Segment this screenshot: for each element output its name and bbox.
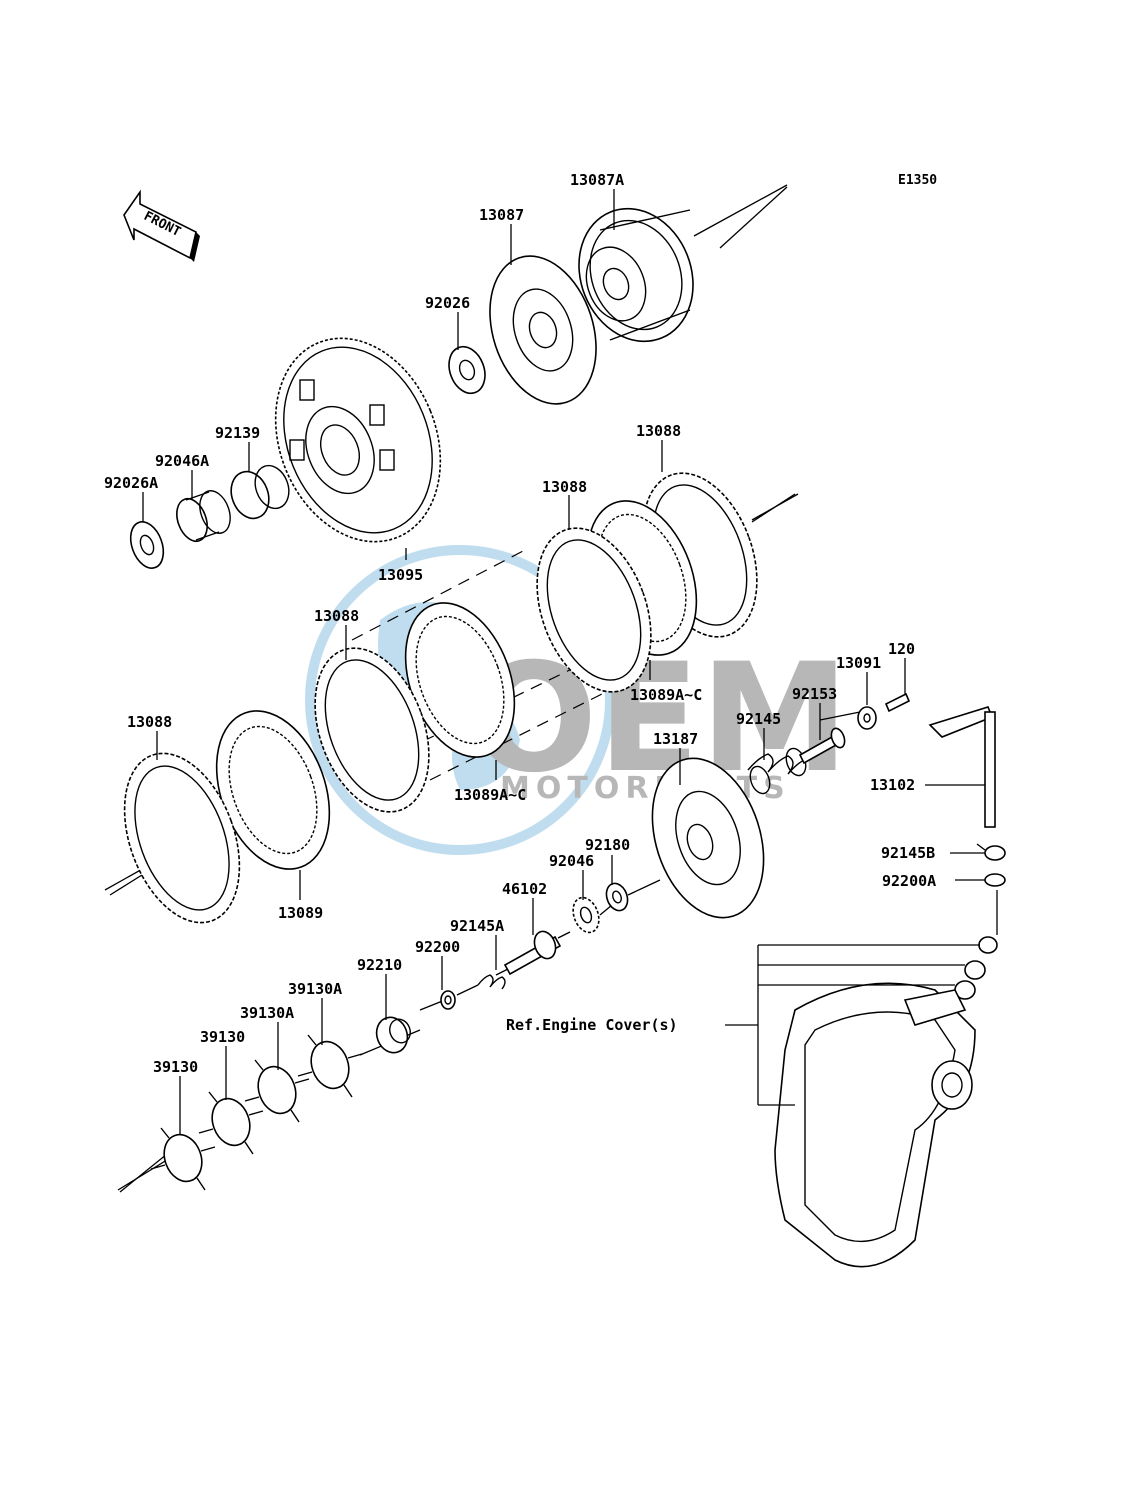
label-ref-engine-cover: Ref.Engine Cover(s) bbox=[506, 1016, 678, 1034]
part-13087A-clutch-hub[interactable] bbox=[560, 191, 713, 358]
part-13102-shaft[interactable] bbox=[928, 706, 996, 828]
part-92210-nut[interactable] bbox=[372, 1013, 414, 1057]
label-46102: 46102 bbox=[502, 880, 547, 898]
part-92145B-spring[interactable] bbox=[976, 843, 1006, 861]
label-13095: 13095 bbox=[378, 566, 423, 584]
part-92139-sleeve[interactable] bbox=[225, 461, 295, 524]
label-92153: 92153 bbox=[792, 685, 837, 703]
part-39130A-spider-2[interactable] bbox=[244, 1059, 310, 1123]
part-engine-cover[interactable] bbox=[774, 982, 976, 1268]
label-13088-mid: 13088 bbox=[542, 478, 587, 496]
label-13088-top: 13088 bbox=[636, 422, 681, 440]
part-13091-washer[interactable] bbox=[857, 706, 877, 730]
label-92046: 92046 bbox=[549, 852, 594, 870]
label-39130-1: 39130 bbox=[200, 1028, 245, 1046]
label-39130-2: 39130 bbox=[153, 1058, 198, 1076]
part-13095-clutch-housing[interactable] bbox=[246, 313, 469, 566]
part-13087-plate[interactable] bbox=[472, 242, 614, 417]
part-92180-washer[interactable] bbox=[603, 880, 631, 913]
leader-lines bbox=[142, 189, 998, 1135]
part-92153-bolt[interactable] bbox=[798, 727, 847, 765]
part-92145A-spring[interactable] bbox=[477, 974, 506, 990]
label-13088-left: 13088 bbox=[314, 607, 359, 625]
part-13088-plate-far[interactable] bbox=[103, 738, 261, 939]
label-13089AC-mid: 13089A~C bbox=[454, 786, 526, 804]
part-13088-plate-mid[interactable] bbox=[516, 512, 672, 707]
part-92200-washer[interactable] bbox=[440, 990, 456, 1010]
part-92200A-washer[interactable] bbox=[984, 873, 1006, 887]
part-92046-bearing[interactable] bbox=[569, 894, 604, 936]
label-92180: 92180 bbox=[585, 836, 630, 854]
label-92145B: 92145B bbox=[881, 844, 935, 862]
label-13088-far: 13088 bbox=[127, 713, 172, 731]
label-92200A: 92200A bbox=[882, 872, 936, 890]
front-arrow-icon: FRONT bbox=[123, 189, 200, 262]
label-39130A-2: 39130A bbox=[240, 1004, 294, 1022]
part-13088-plate-left[interactable] bbox=[294, 632, 450, 827]
part-39130-spider-1[interactable] bbox=[198, 1091, 264, 1155]
part-39130-spider-2[interactable] bbox=[150, 1127, 216, 1191]
label-92200: 92200 bbox=[415, 938, 460, 956]
label-92026: 92026 bbox=[425, 294, 470, 312]
watermark-globe-icon bbox=[305, 545, 615, 855]
label-92210: 92210 bbox=[357, 956, 402, 974]
axis-lines bbox=[104, 184, 861, 1193]
label-13102: 13102 bbox=[870, 776, 915, 794]
part-92046A-bearing[interactable] bbox=[171, 487, 235, 546]
part-92026A-washer[interactable] bbox=[125, 517, 170, 572]
label-13187: 13187 bbox=[653, 730, 698, 748]
label-92139: 92139 bbox=[215, 424, 260, 442]
label-92046A: 92046A bbox=[155, 452, 209, 470]
diagram-code: E1350 bbox=[898, 173, 937, 188]
part-92026-washer[interactable] bbox=[443, 342, 491, 399]
label-39130A-1: 39130A bbox=[288, 980, 342, 998]
label-92145: 92145 bbox=[736, 710, 781, 728]
callout-labels: 13087A 13087 92026 92139 92046A 92026A 1… bbox=[104, 171, 936, 1076]
label-13087A: 13087A bbox=[570, 171, 624, 189]
label-120: 120 bbox=[888, 640, 915, 658]
watermark-brand: OEM bbox=[470, 632, 849, 806]
part-39130A-spider-1[interactable] bbox=[297, 1034, 363, 1098]
part-cover-seals[interactable] bbox=[954, 936, 998, 1000]
label-13089: 13089 bbox=[278, 904, 323, 922]
label-13091: 13091 bbox=[836, 654, 881, 672]
part-120-screw[interactable] bbox=[884, 692, 911, 713]
label-92145A: 92145A bbox=[450, 917, 504, 935]
label-92026A: 92026A bbox=[104, 474, 158, 492]
part-46102-pushrod[interactable] bbox=[503, 928, 571, 976]
part-13187-pressure-plate[interactable] bbox=[633, 744, 783, 932]
label-13089AC-right: 13089A~C bbox=[630, 686, 702, 704]
label-13087: 13087 bbox=[479, 206, 524, 224]
